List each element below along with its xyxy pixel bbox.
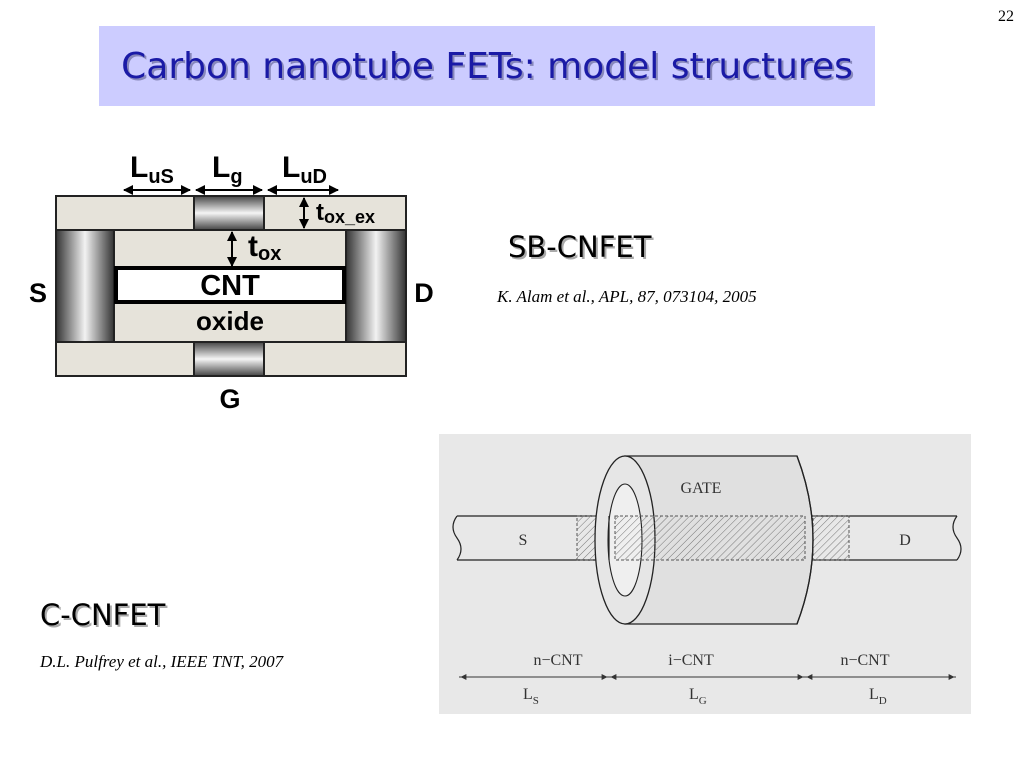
cnt-channel [114, 266, 346, 304]
region-label-mid: i−CNT [668, 652, 714, 669]
region-label-right: n−CNT [840, 652, 889, 669]
length-lg-label: LG [689, 686, 707, 707]
source-label: S [519, 532, 528, 549]
dim-lg-label: Lg [212, 151, 243, 188]
dim-lud-label: LuD [282, 151, 327, 188]
source-contact [55, 229, 115, 343]
length-ls-label: LS [523, 686, 539, 707]
nanotube-left-break [452, 515, 462, 561]
tox-label: tox [248, 230, 281, 265]
c-cnfet-diagram: GATE S D n−CNT i−CNT n−CNT LS LG LD [439, 434, 971, 714]
tox-ex-label: tox_ex [316, 199, 375, 227]
drain-contact [345, 229, 407, 343]
top-gate [193, 195, 265, 231]
source-terminal-label: S [29, 278, 47, 308]
title-banner: Carbon nanotube FETs: model structures [99, 26, 875, 106]
slide-title: Carbon nanotube FETs: model structures [121, 45, 853, 87]
bottom-gate [193, 341, 265, 377]
channel-hatch-inside-gate [614, 515, 806, 561]
nanotube-right-break [952, 515, 962, 561]
oxide-label: oxide [196, 306, 264, 336]
gate-terminal-label: G [219, 384, 240, 414]
dim-lus-label: LuS [130, 151, 174, 188]
gate-label: GATE [681, 480, 722, 497]
region-label-left: n−CNT [533, 652, 582, 669]
sb-cnfet-label: SB-CNFET [508, 230, 652, 264]
drain-label: D [899, 532, 911, 549]
gate-cylinder-rear-edge [796, 455, 814, 625]
c-cnfet-label: C-CNFET [40, 598, 166, 632]
page-number: 22 [998, 8, 1014, 25]
length-ld-label: LD [869, 686, 887, 707]
right-hatch-region [812, 515, 850, 561]
sb-cnfet-diagram: LuS Lg LuD CNT oxide tox_ex tox S D G [29, 151, 434, 414]
c-cnfet-reference: D.L. Pulfrey et al., IEEE TNT, 2007 [40, 652, 284, 671]
drain-terminal-label: D [414, 278, 434, 308]
sb-cnfet-reference: K. Alam et al., APL, 87, 073104, 2005 [497, 287, 757, 306]
cnt-label: CNT [200, 270, 260, 302]
